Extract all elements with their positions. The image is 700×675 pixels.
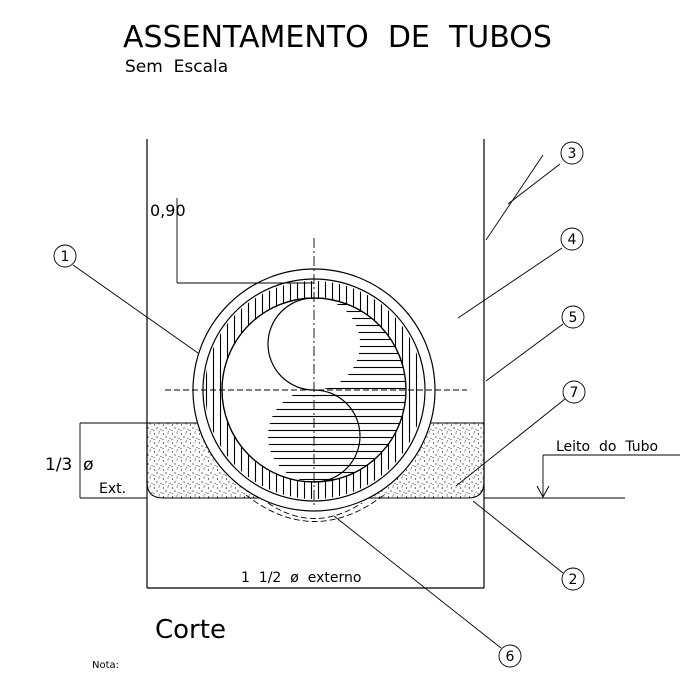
depth-dimension	[176, 198, 314, 284]
trench	[146, 139, 485, 589]
bed-fraction-sub-label: Ext.	[99, 481, 126, 497]
dashed-arc-outer	[245, 494, 385, 522]
drawing-title: ASSENTAMENTO DE TUBOS	[123, 20, 552, 55]
callout-leaders	[72, 154, 566, 649]
svg-text:6: 6	[506, 649, 515, 665]
callout-5: 5	[561, 305, 585, 329]
depth-label: 0,90	[150, 201, 186, 220]
callout-4: 4	[560, 227, 584, 251]
callout-7: 7	[562, 380, 586, 404]
svg-text:4: 4	[568, 232, 577, 248]
callout-1: 1	[53, 244, 77, 268]
callout-6: 6	[498, 644, 522, 668]
bed-fraction-label: 1/3 ø	[45, 455, 94, 475]
note-label: Nota:	[92, 660, 119, 671]
callout-3: 3	[560, 141, 584, 165]
callout-2: 2	[561, 567, 585, 591]
dashed-arc-inner	[267, 502, 363, 519]
svg-text:7: 7	[570, 385, 579, 401]
svg-text:5: 5	[569, 310, 578, 326]
svg-text:3: 3	[568, 146, 577, 162]
trench-width-label: 1 1/2 ø externo	[241, 570, 361, 586]
section-label: Corte	[155, 615, 226, 645]
svg-text:1: 1	[61, 249, 70, 265]
pipe-bed-label: Leito do Tubo	[556, 439, 658, 455]
drawing-subtitle: Sem Escala	[125, 57, 228, 77]
pipe-bed-indicator	[484, 454, 680, 499]
svg-text:2: 2	[569, 572, 578, 588]
bed-height-dimension	[79, 422, 147, 499]
